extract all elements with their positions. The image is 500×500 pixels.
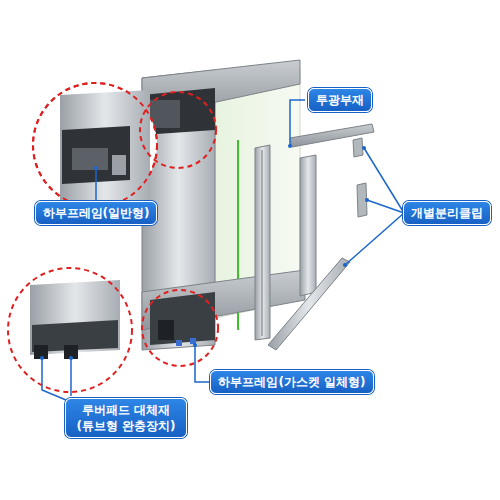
- part-label: 루버패드 대체재 (튜브형 완충장치): [73, 402, 179, 434]
- label-box: 투광부재: [308, 88, 372, 112]
- label-box: 개별분리클립: [403, 201, 491, 225]
- label-box: 하부프레임(가스켓 일체형): [210, 370, 373, 394]
- label-box: 루버패드 대체재 (튜브형 완충장치): [65, 398, 187, 438]
- part-label: 하부프레임(가스켓 일체형): [218, 374, 365, 390]
- part-label: 하부프레임(일반형): [43, 205, 150, 221]
- part-label: 투광부재: [316, 92, 364, 108]
- label-box: 하부프레임(일반형): [35, 201, 158, 225]
- part-label: 개별분리클립: [411, 205, 483, 221]
